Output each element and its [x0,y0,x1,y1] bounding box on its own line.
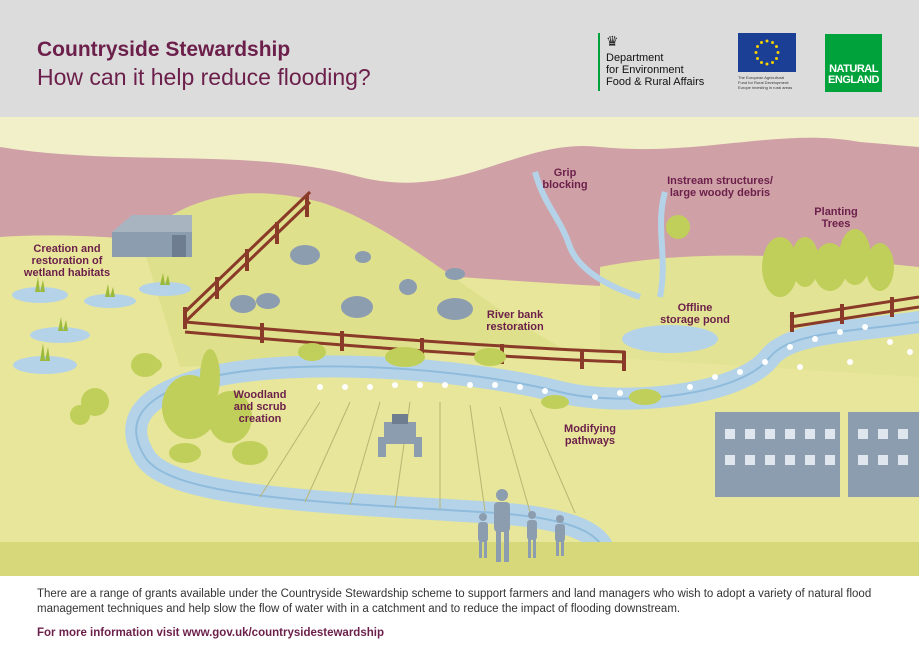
flood-management-illustration: Creation and restoration of wetland habi… [0,117,919,587]
woodland-trees [70,349,268,465]
page-subtitle: How can it help reduce flooding? [37,64,371,90]
footer-info-link[interactable]: For more information visit www.gov.uk/co… [37,627,384,639]
central-hill [140,193,560,367]
livestock [230,245,473,320]
page-title: Countryside Stewardship [37,38,291,61]
label-planting-trees: Planting Trees [814,206,858,230]
ground-strip [0,542,919,576]
natural-england-logo-text: NATURAL ENGLAND [828,63,879,86]
eu-stars [754,39,780,66]
label-wetland-habitats: Creation and restoration of wetland habi… [23,243,111,279]
label-grip-blocking: Grip blocking [542,167,588,191]
label-instream-structures: Instream structures/ large woody debris [667,175,773,199]
barn [112,215,192,257]
header-banner: Countryside Stewardship How can it help … [0,0,919,117]
footer-description: There are a range of grants available un… [37,588,872,615]
defra-logo-text: Department for Environment Food & Rural … [606,52,705,88]
wetland-pools [12,282,191,374]
grip-stream [532,171,641,300]
houses [715,412,919,497]
hedge-shrubs [138,343,661,409]
eu-flag-icon [738,33,796,72]
eu-logo-text: The European Agricultural Fund for Rural… [738,75,793,90]
offline-storage-pond [622,325,718,353]
landscape-svg [0,117,919,587]
family-people-icon [478,489,565,562]
natural-england-logo: NATURAL ENGLAND [825,34,882,92]
label-offline-storage-pond: Offline storage pond [660,302,730,326]
defra-logo: ♛ Department for Environment Food & Rura… [598,33,728,93]
defra-logo-bar [598,33,600,91]
planting-trees [666,215,894,297]
crown-crest-icon: ♛ [606,33,619,49]
instream-stream [657,191,668,298]
tractor-icon [378,414,422,457]
label-river-bank-restoration: River bank restoration [486,309,544,333]
label-woodland-scrub: Woodland and scrub creation [233,389,287,425]
reeds [35,273,170,361]
flower-strip [317,324,913,400]
label-modifying-pathways: Modifying pathways [564,423,616,447]
